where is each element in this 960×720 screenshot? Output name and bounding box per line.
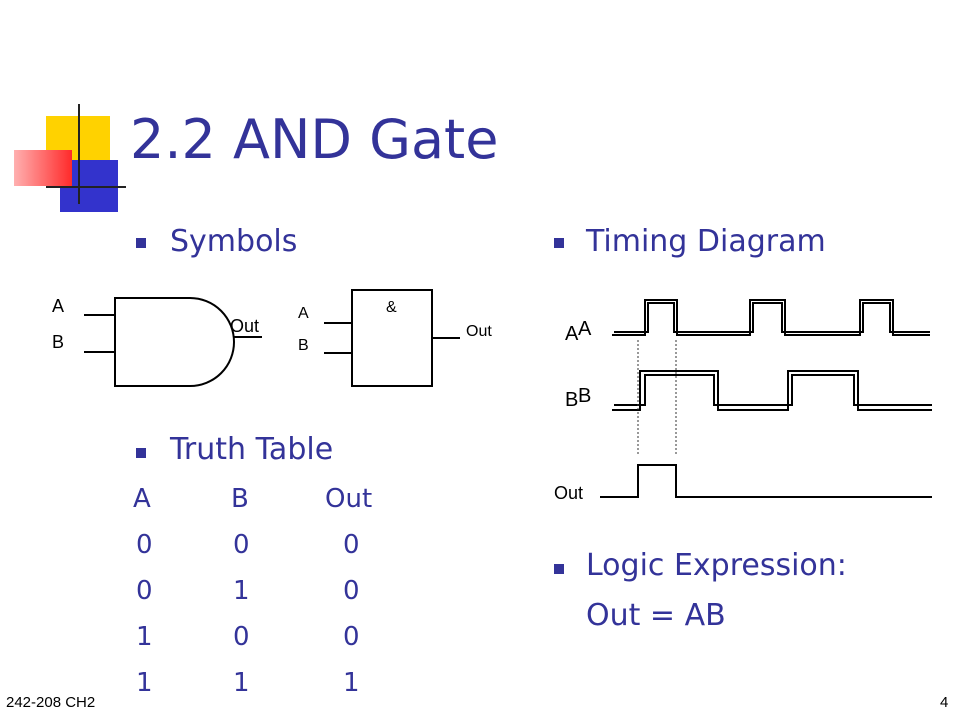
signal-b-label: B [565,389,578,411]
and-gate-iec [324,289,460,387]
logic-heading: Logic Expression: [586,548,847,583]
decor-red-square [14,150,72,186]
truth-table-cell: 0 [233,530,250,560]
timing-bullet [554,238,564,248]
signal-out-label: Out [554,483,583,503]
iec-gate-input-a: A [298,305,309,322]
symbols-heading: Symbols [170,224,298,259]
truth-table-cell: 1 [343,668,360,698]
truth-table-header-b: B [231,484,249,514]
truth-table-cell: 1 [233,576,250,606]
logic-bullet [554,564,564,574]
truth-table-cell: 1 [233,668,250,698]
truth-table-cell: 0 [343,622,360,652]
signal-a-waveform [612,299,930,336]
iec-gate-symbol: & [386,299,397,316]
signal-a-label: A [565,323,579,345]
signal-b-waveform [612,370,932,411]
signal-out-waveform [600,464,932,498]
truth-table-cell: 0 [343,576,360,606]
and-gate-output-label: Out [230,316,259,336]
truth-table-cell: 0 [136,530,153,560]
signal-a-label-overlay: A [578,318,592,340]
truth-table-bullet [136,448,146,458]
timing-guide-lines [637,340,677,455]
iec-gate-input-b: B [298,337,309,354]
truth-table-cell: 1 [136,668,153,698]
truth-table-cell: 0 [233,622,250,652]
truth-table-cell: 0 [343,530,360,560]
slide-title: 2.2 AND Gate [130,108,499,171]
truth-table-cell: 1 [136,622,153,652]
truth-table-cell: 0 [136,576,153,606]
truth-table-heading: Truth Table [170,432,334,467]
logic-expression: Out = AB [586,598,726,633]
timing-diagram: A A B B Out [554,299,932,503]
and-gate-input-a: A [52,296,64,316]
footer-course-code: 242-208 CH2 [6,694,96,711]
page-number: 4 [940,694,949,711]
truth-table-header-out: Out [325,484,373,514]
decor-horizontal-line [46,186,126,188]
and-gate-input-b: B [52,332,64,352]
decor-vertical-line [78,104,80,204]
and-gate-symbols: A B Out & A B Out [52,289,492,387]
iec-gate-output-label: Out [466,323,492,340]
timing-heading: Timing Diagram [586,224,826,259]
truth-table-header-a: A [133,484,151,514]
and-gate-distinctive [84,297,262,387]
symbols-bullet [136,238,146,248]
signal-b-label-overlay: B [578,385,591,407]
